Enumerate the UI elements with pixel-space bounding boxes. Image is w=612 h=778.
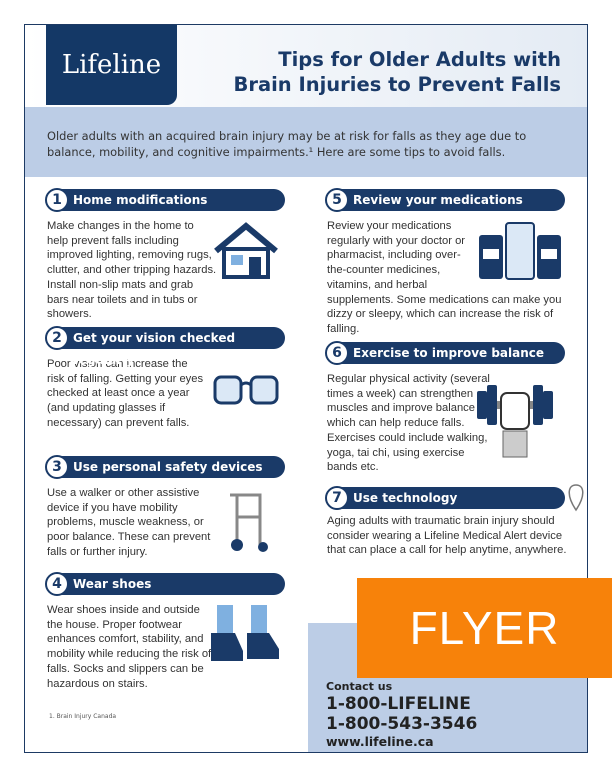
contact-label: Contact us <box>326 680 393 693</box>
contact-phone-letters[interactable]: 1-800-LIFELINE <box>326 694 471 714</box>
section-number: 7 <box>325 486 349 510</box>
section-wear-shoes: 4 Wear shoes Wear shoes inside and outsid… <box>45 572 285 691</box>
section-exercise: 6 Exercise to improve balance Regular phy… <box>325 341 565 475</box>
section-heading: 7 Use technology <box>325 486 565 510</box>
section-title: Use technology <box>353 491 458 505</box>
footnote: 1. Brain Injury Canada <box>49 713 117 720</box>
section-heading: 4 Wear shoes <box>45 572 285 596</box>
section-heading: 1 Home modifications <box>45 188 285 212</box>
section-body: Wear shoes inside and outside the house.… <box>47 604 212 690</box>
section-technology: 7 Use technology Aging adults with trauma… <box>325 486 566 558</box>
section-title: Review your medications <box>353 193 523 207</box>
section-heading: 5 Review your medications <box>325 188 565 212</box>
section-number: 6 <box>325 341 349 365</box>
section-title: Home modifications <box>73 193 208 207</box>
section-medications: 5 Review your medications Review your med… <box>325 188 565 337</box>
section-body-wrap: Review your medications regularly with y… <box>327 219 565 337</box>
section-title: Exercise to improve balance <box>353 346 545 360</box>
page-title: Tips for Older Adults with Brain Injurie… <box>233 47 561 97</box>
dumbbell-hand-icon <box>477 385 553 458</box>
shoes-icon <box>211 605 279 661</box>
section-title: Get your vision checked regularly <box>73 331 236 367</box>
section-body: Regular physical activity (several times… <box>327 373 490 474</box>
walker-icon <box>230 493 268 552</box>
glasses-icon <box>213 375 279 405</box>
header: Lifeline Tips for Older Adults with Brai… <box>25 25 587 107</box>
section-heading: 3 Use personal safety devices <box>45 455 285 479</box>
section-number: 1 <box>45 188 69 212</box>
section-home-modifications: 1 Home modifications Make changes in the … <box>45 188 285 322</box>
pill-bottles-icon <box>479 222 561 280</box>
contact-website-link[interactable]: www.lifeline.ca <box>326 734 434 749</box>
section-number: 2 <box>45 326 69 350</box>
flyer-badge: FLYER <box>357 578 612 678</box>
section-safety-devices: 3 Use personal safety devices Use a walke… <box>45 455 285 560</box>
flyer-page: Lifeline Tips for Older Adults with Brai… <box>24 24 588 753</box>
title-line-1: Tips for Older Adults with <box>278 48 561 71</box>
section-body: Aging adults with traumatic brain injury… <box>327 515 567 557</box>
section-title: Use personal safety devices <box>73 460 263 474</box>
title-line-2: Brain Injuries to Prevent Falls <box>233 73 561 96</box>
intro-text: Older adults with an acquired brain inju… <box>25 107 587 177</box>
section-number: 5 <box>325 188 349 212</box>
section-body: Use a walker or other assistive device i… <box>47 487 211 558</box>
section-body: Make changes in the home to help prevent… <box>47 220 217 321</box>
house-icon <box>214 222 278 279</box>
section-heading: 6 Exercise to improve balance <box>325 341 565 365</box>
section-body: Poor vision can increase the risk of fal… <box>47 358 204 429</box>
section-body: Review your medications regularly with y… <box>327 220 562 335</box>
lifeline-logo: Lifeline <box>46 25 177 105</box>
pendant-icon <box>568 484 584 512</box>
section-number: 3 <box>45 455 69 479</box>
section-title: Wear shoes <box>73 577 152 591</box>
contact-phone-number[interactable]: 1-800-543-3546 <box>326 714 478 734</box>
section-number: 4 <box>45 572 69 596</box>
